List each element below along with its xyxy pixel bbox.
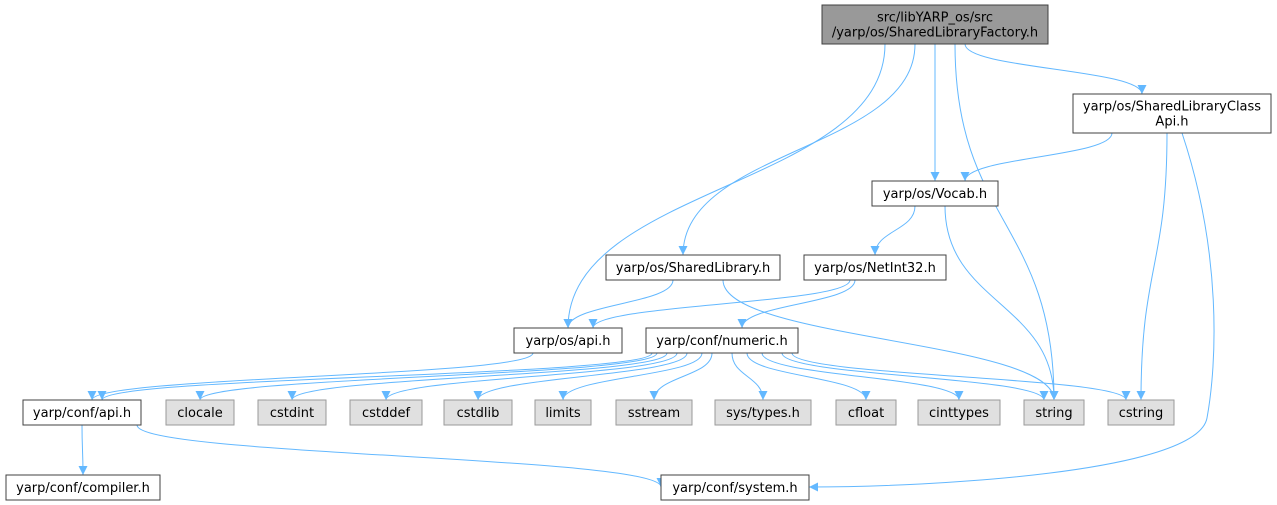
node-box: [349, 399, 423, 426]
node-sharedlib[interactable]: yarp/os/SharedLibrary.h: [605, 254, 781, 281]
node-box: [803, 254, 947, 281]
edge-numeric-to-string: [781, 352, 1049, 401]
node-cstdint: cstdint: [257, 399, 327, 426]
node-label: cstring: [1119, 406, 1163, 421]
edge-main-to-sharedlib: [678, 43, 916, 256]
node-label: yarp/conf/api.h: [33, 406, 131, 421]
node-cinttypes: cinttypes: [917, 399, 1001, 426]
node-label: yarp/os/SharedLibraryClass: [1083, 100, 1261, 115]
node-system[interactable]: yarp/conf/system.h: [660, 474, 810, 501]
node-box: [645, 327, 799, 354]
node-clocale: clocale: [165, 399, 235, 426]
node-systypes: sys/types.h: [714, 399, 812, 426]
edge-classapi-to-vocab: [960, 132, 1113, 182]
edge-numeric-to-confapi: [97, 352, 653, 401]
edge-osapi-to-confapi: [87, 352, 534, 401]
node-label: sys/types.h: [726, 406, 800, 421]
edge-numeric-to-cstdint: [287, 352, 668, 401]
node-label: /yarp/os/SharedLibraryFactory.h: [832, 26, 1038, 41]
node-cstddef: cstddef: [349, 399, 423, 426]
edge-numeric-to-cstddef: [381, 352, 678, 401]
node-label: yarp/os/api.h: [526, 334, 611, 349]
node-label: sstream: [628, 406, 680, 421]
node-label: src/libYARP_os/src: [877, 11, 993, 26]
node-label: cinttypes: [929, 406, 989, 421]
edge-main-to-osapi: [563, 43, 886, 329]
edge-classapi-to-system: [808, 132, 1215, 492]
node-box: [605, 254, 781, 281]
edge-numeric-to-cstring: [791, 352, 1131, 401]
node-box: [257, 399, 327, 426]
node-label: cfloat: [848, 406, 884, 421]
edge-classapi-to-cstring: [1136, 132, 1168, 401]
node-main: src/libYARP_os/src/yarp/os/SharedLibrary…: [821, 4, 1049, 45]
node-label: yarp/conf/numeric.h: [656, 334, 788, 349]
edge-netint32-to-osapi: [588, 279, 851, 329]
node-label: yarp/os/SharedLibrary.h: [616, 261, 770, 276]
node-label: limits: [545, 406, 581, 421]
nodes-layer: src/libYARP_os/src/yarp/os/SharedLibrary…: [5, 4, 1272, 501]
node-numeric[interactable]: yarp/conf/numeric.h: [645, 327, 799, 354]
node-osapi[interactable]: yarp/os/api.h: [513, 327, 623, 354]
edge-main-to-classapi: [964, 43, 1147, 95]
node-label: string: [1035, 406, 1072, 421]
node-cstring: cstring: [1107, 399, 1175, 426]
node-box: [534, 399, 592, 426]
node-box: [513, 327, 623, 354]
node-label: cstdint: [270, 406, 314, 421]
node-label: cstdlib: [457, 406, 500, 421]
node-compiler[interactable]: yarp/conf/compiler.h: [5, 474, 161, 501]
edge-vocab-to-string: [944, 205, 1059, 401]
node-label: clocale: [177, 406, 222, 421]
edge-numeric-to-cstdlib: [473, 352, 688, 401]
node-sstream: sstream: [615, 399, 693, 426]
node-label: yarp/os/NetInt32.h: [814, 261, 936, 276]
node-box: [714, 399, 812, 426]
node-limits: limits: [534, 399, 592, 426]
node-box: [5, 474, 161, 501]
node-label: yarp/os/Vocab.h: [883, 187, 987, 202]
edge-main-to-string: [954, 43, 1059, 401]
node-box: [1107, 399, 1175, 426]
node-box: [660, 474, 810, 501]
node-cstdlib: cstdlib: [443, 399, 513, 426]
node-box: [917, 399, 1001, 426]
edge-numeric-to-systypes: [731, 352, 768, 401]
node-label: yarp/conf/system.h: [672, 481, 797, 496]
node-string: string: [1023, 399, 1085, 426]
edges-layer: [78, 43, 1215, 492]
edge-confapi-to-system: [136, 424, 666, 488]
node-label: Api.h: [1155, 115, 1188, 130]
edge-vocab-to-netint32: [870, 205, 916, 256]
edge-numeric-to-limits: [558, 352, 703, 401]
edge-numeric-to-clocale: [195, 352, 658, 401]
node-box: [165, 399, 235, 426]
node-cfloat: cfloat: [835, 399, 897, 426]
node-box: [835, 399, 897, 426]
edge-sharedlib-to-string: [722, 279, 1059, 401]
node-box: [1023, 399, 1085, 426]
node-label: cstddef: [362, 406, 411, 421]
edge-netint32-to-numeric: [737, 279, 856, 329]
node-box: [871, 180, 999, 207]
edge-confapi-to-compiler: [78, 424, 88, 476]
edge-numeric-to-cinttypes: [761, 352, 964, 401]
node-box: [821, 4, 1049, 45]
node-box: [443, 399, 513, 426]
node-vocab[interactable]: yarp/os/Vocab.h: [871, 180, 999, 207]
node-box: [22, 399, 142, 426]
node-confapi[interactable]: yarp/conf/api.h: [22, 399, 142, 426]
node-box: [1072, 93, 1272, 134]
edge-numeric-to-sstream: [649, 352, 713, 401]
node-netint32[interactable]: yarp/os/NetInt32.h: [803, 254, 947, 281]
node-box: [615, 399, 693, 426]
edge-sharedlib-to-osapi: [563, 279, 674, 329]
node-label: yarp/conf/compiler.h: [16, 481, 150, 496]
edge-numeric-to-cfloat: [746, 352, 871, 401]
